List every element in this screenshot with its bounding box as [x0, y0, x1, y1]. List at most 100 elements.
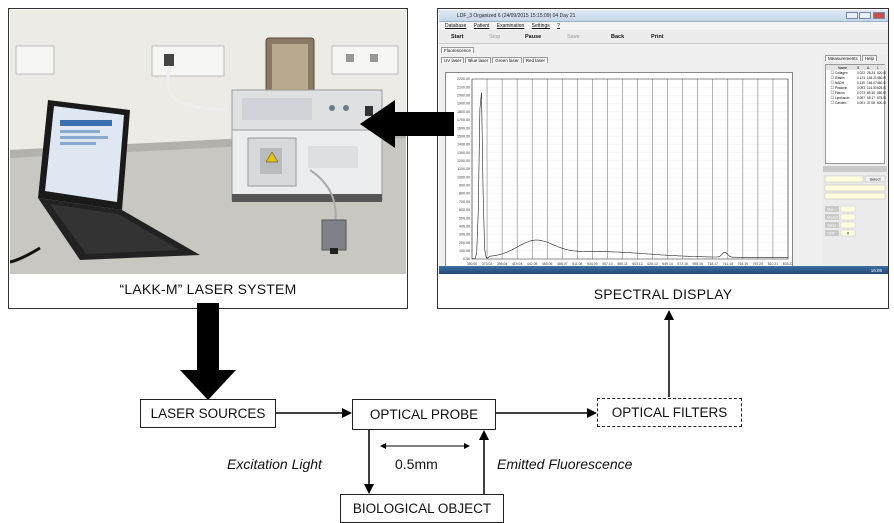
tab-blue-laser[interactable]: Blue laser — [465, 57, 492, 63]
side-field-label: Max — [827, 207, 834, 211]
table-header-cell: S — [857, 66, 860, 70]
toolbar: Start Stop Pause Save Back Print — [439, 30, 888, 44]
x-tick-label: 580.11 — [617, 262, 627, 266]
tab-help[interactable]: Help — [861, 55, 878, 61]
y-tick-label: 900.00 — [459, 184, 470, 188]
row-checkbox — [830, 80, 834, 84]
menu-settings[interactable]: Settings — [531, 23, 550, 29]
info-field-2[interactable] — [824, 192, 886, 200]
x-tick-label: 787.20 — [753, 262, 763, 266]
side-field-value[interactable] — [840, 213, 856, 221]
y-tick-label: 1300.00 — [457, 151, 470, 155]
x-tick-label: 350.00 — [467, 262, 477, 266]
x-tick-label: 603.12 — [632, 262, 642, 266]
pause-button[interactable]: Pause — [525, 34, 542, 40]
back-button[interactable]: Back — [611, 34, 625, 40]
controls-header-bar — [823, 166, 887, 172]
excitation-head — [364, 484, 374, 494]
row-checkbox — [830, 75, 834, 79]
x-tick-label: 557.10 — [602, 262, 612, 266]
table-cell: 0.022 — [857, 71, 865, 75]
probe-to-filters-head — [587, 408, 597, 418]
y-tick-label: 200.00 — [459, 241, 470, 245]
menu-bar: Database Patient Examination Settings ? — [439, 22, 888, 30]
side-field-value[interactable] — [840, 205, 856, 213]
side-field-value[interactable] — [840, 229, 856, 237]
spectral-display-panel: LDF_3 Organized 6 (24/09/2015 15:15:09) … — [437, 8, 889, 309]
menu-help[interactable]: ? — [557, 23, 560, 29]
side-field-label: Sat12 — [827, 223, 836, 227]
display-to-system-arrow — [360, 100, 454, 148]
laser-system-photo — [10, 10, 406, 274]
row-checkbox — [830, 70, 834, 74]
optical-probe-box: OPTICAL PROBE — [352, 399, 496, 430]
table-cell: 0.123 — [857, 76, 865, 80]
y-tick-label: 1000.00 — [457, 175, 470, 179]
emitted-fluorescence-label: Emitted Fluorescence — [497, 456, 633, 472]
stop-button[interactable]: Stop — [489, 34, 501, 40]
side-field-value[interactable] — [840, 221, 856, 229]
system-to-sources-arrow — [180, 303, 236, 400]
select-field[interactable] — [824, 175, 864, 183]
table-cell: 600.00 — [877, 101, 886, 105]
laser-sources-box: LASER SOURCES — [140, 399, 276, 428]
mode-tabs: Fluorescence — [441, 47, 475, 53]
select-button[interactable] — [864, 175, 886, 183]
y-tick-label: 1400.00 — [457, 143, 470, 147]
table-cell: NADH — [835, 81, 845, 85]
close-button[interactable] — [873, 12, 885, 19]
row-checkbox — [830, 90, 834, 94]
table-cell: 26.24 — [867, 71, 875, 75]
spectral-display-caption: SPECTRAL DISPLAY — [593, 286, 733, 302]
table-cell: 154.21 — [867, 76, 877, 80]
table-cell: Flavon — [835, 91, 845, 95]
tab-measurements[interactable]: Measurements — [825, 55, 861, 61]
sources-to-probe-head — [342, 408, 352, 418]
tab-green-laser[interactable]: Green laser — [492, 57, 522, 63]
info-field-1[interactable] — [824, 184, 886, 192]
taskbar-clock: 16:05 — [870, 267, 882, 273]
table-cell: Caroten — [835, 101, 847, 105]
maximize-button[interactable] — [859, 12, 871, 19]
table-cell: Pindoxin — [835, 86, 847, 90]
y-tick-label: 1100.00 — [457, 167, 470, 171]
side-field-label: Mod12 — [827, 215, 838, 219]
side-field-label-bg — [825, 214, 839, 220]
menu-examination[interactable]: Examination — [496, 23, 525, 29]
table-header-row — [826, 65, 886, 70]
laser-system-illustration — [10, 10, 406, 274]
menu-database[interactable]: Database — [445, 23, 467, 29]
table-cell: 0.093 — [857, 86, 865, 90]
menu-patient[interactable]: Patient — [473, 23, 490, 29]
table-cell: 0.001 — [857, 101, 865, 105]
distance-head-right — [464, 443, 470, 449]
x-tick-label: 718.17 — [708, 262, 718, 266]
plot-frame — [471, 78, 789, 260]
tab-red-laser[interactable]: Red laser — [522, 57, 549, 63]
x-tick-label: 488.07 — [557, 262, 567, 266]
save-button[interactable]: Save — [567, 34, 580, 40]
table-cell: 450.00 — [877, 76, 886, 80]
start-button[interactable]: Start — [451, 34, 464, 40]
print-button[interactable]: Print — [651, 34, 664, 40]
table-cell: 550.00 — [877, 91, 886, 95]
table-cell: 575.00 — [877, 96, 886, 100]
spectrum-svg: 2200.002100.002000.001900.001800.001700.… — [457, 77, 793, 266]
tab-fluorescence[interactable]: Fluorescence — [441, 47, 475, 53]
y-tick-label: 100.00 — [459, 249, 470, 253]
y-tick-label: 1700.00 — [457, 118, 470, 122]
tab-uv-laser[interactable]: UV laser — [441, 57, 465, 63]
y-tick-label: 700.00 — [459, 200, 470, 204]
side-field-label-bg — [825, 230, 839, 236]
minimize-button[interactable] — [846, 12, 858, 19]
windows-taskbar: 16:05 — [439, 266, 888, 274]
table-cell: 0.073 — [857, 91, 865, 95]
y-tick-label: 600.00 — [459, 208, 470, 212]
row-checkbox — [830, 85, 834, 89]
x-tick-label: 741.18 — [723, 262, 733, 266]
